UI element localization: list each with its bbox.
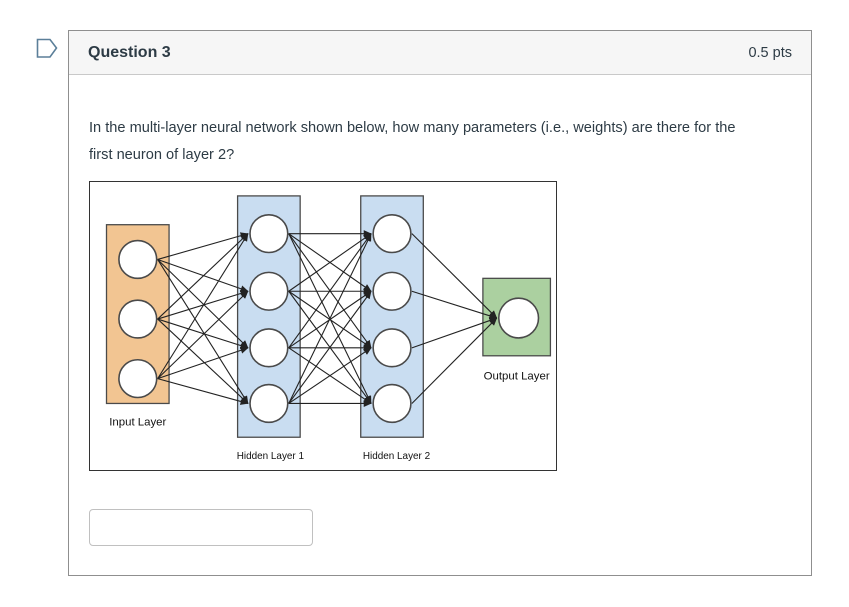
edge <box>288 233 372 292</box>
layer-label-hidden1: Hidden Layer 1 <box>237 451 305 462</box>
edge <box>157 290 249 380</box>
layer-label-output: Output Layer <box>484 371 550 383</box>
edge <box>157 259 249 349</box>
edge <box>157 232 249 260</box>
edge <box>157 346 249 380</box>
question-text-line: first neuron of layer 2? <box>89 147 235 163</box>
neuron-hidden1 <box>249 383 289 424</box>
edge <box>288 233 372 404</box>
question-points: 0.5 pts <box>748 44 792 61</box>
layer-label-input: Input Layer <box>109 416 166 428</box>
edge <box>157 233 249 379</box>
question-title: Question 3 <box>88 43 171 61</box>
neuron-output <box>497 297 540 339</box>
neuron-hidden2 <box>372 213 412 254</box>
answer-input[interactable] <box>89 509 313 546</box>
flag-question-button[interactable] <box>36 38 58 59</box>
edge <box>157 318 249 404</box>
edge <box>157 233 249 320</box>
edge <box>411 233 498 319</box>
neuron-hidden1 <box>249 213 289 254</box>
neuron-input <box>118 358 158 399</box>
edge <box>288 290 372 404</box>
flag-icon <box>36 38 58 58</box>
neuron-input <box>118 299 158 339</box>
edge <box>411 317 498 349</box>
question-card: Question 3 0.5 pts In the multi-layer ne… <box>68 30 812 576</box>
edge <box>288 347 372 404</box>
edge <box>157 259 249 404</box>
question-text: In the multi-layer neural network shown … <box>89 115 809 169</box>
edge <box>288 233 372 349</box>
neuron-hidden2 <box>372 271 412 311</box>
neuron-hidden1 <box>249 328 289 368</box>
edge <box>411 317 498 404</box>
question-header: Question 3 0.5 pts <box>69 31 811 75</box>
neuron-input <box>118 239 158 280</box>
edge <box>157 258 249 293</box>
neuron-hidden1 <box>249 271 289 311</box>
edge <box>157 378 249 405</box>
neuron-hidden2 <box>372 328 412 368</box>
question-text-line: In the multi-layer neural network shown … <box>89 120 736 136</box>
edge <box>411 290 498 320</box>
neuron-hidden2 <box>372 383 412 424</box>
layer-label-hidden2: Hidden Layer 2 <box>363 451 431 462</box>
edge <box>157 318 249 349</box>
